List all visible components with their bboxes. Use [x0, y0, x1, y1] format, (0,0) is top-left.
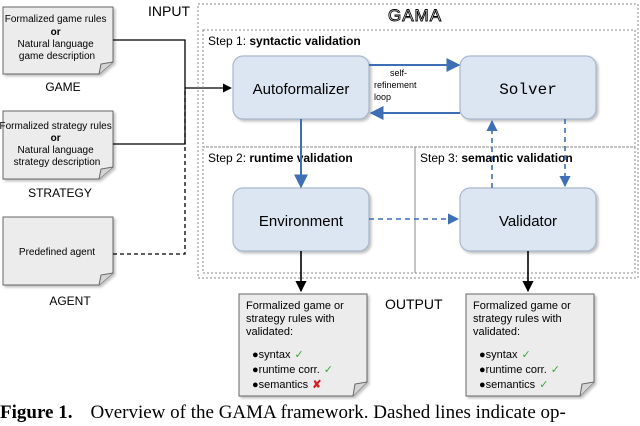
step3-frame [414, 146, 636, 274]
output-left-line2: strategy rules with [246, 313, 335, 325]
agent-line1: Predefined agent [19, 247, 95, 258]
autoformalizer-node: Autoformalizer [232, 55, 370, 120]
output-right-item-runtime: ●runtime corr.✓ [479, 364, 560, 376]
output-left-line1: Formalized game or [246, 300, 344, 312]
strategy-line1: Formalized strategy rules [0, 121, 112, 132]
environment-label: Environment [259, 213, 344, 230]
validator-node: Validator [459, 187, 597, 252]
output-label: OUTPUT [385, 296, 443, 312]
caption-label: Figure 1. [0, 402, 73, 423]
loop-label: self- refinement loop [374, 68, 419, 102]
output-left-item-semantics: ●semantics✘ [252, 379, 321, 391]
validator-label: Validator [499, 213, 557, 230]
output-right-line2: strategy rules with [473, 313, 562, 325]
figure-caption: Figure 1. Overview of the GAMA framework.… [0, 400, 640, 426]
gama-frame [197, 3, 639, 279]
output-left-line3: validated: [246, 326, 293, 338]
game-line3: game description [19, 51, 95, 62]
game-input-doc: Formalized game rules or Natural languag… [2, 6, 114, 75]
autoformalizer-label: Autoformalizer [253, 81, 350, 98]
environment-node: Environment [232, 187, 370, 252]
output-right-item-syntax: ●syntax✓ [479, 349, 531, 361]
step1-label: Step 1: syntactic validation [208, 34, 361, 48]
output-right-line3: validated: [473, 326, 520, 338]
solver-node: Solver [459, 55, 597, 120]
svg-text:Formalized strategy rules: Formalized strategy rules or Natural lan… [0, 121, 115, 168]
caption-text: Overview of the GAMA framework. Dashed l… [90, 402, 566, 423]
svg-text:Formalized game or strat: Formalized game or strategy rules with v… [246, 300, 347, 338]
strategy-line3: strategy description [14, 157, 101, 168]
input-label: INPUT [148, 3, 190, 19]
game-line1: Formalized game rules [5, 14, 107, 25]
strategy-or: or [51, 133, 61, 144]
strategy-input-doc: Formalized strategy rules or Natural lan… [0, 110, 115, 180]
step2-label: Step 2: runtime validation [208, 151, 353, 165]
gama-overview-diagram: INPUT Formalized game rules or Natural l… [0, 3, 639, 397]
output-left-item-syntax: ●syntax✓ [252, 349, 304, 361]
input-connectors [113, 39, 232, 255]
agent-name: AGENT [49, 294, 91, 308]
output-right-item-semantics: ●semantics✓ [479, 379, 548, 391]
step2-frame [202, 146, 416, 274]
solver-label: Solver [499, 81, 557, 99]
agent-input-doc: Predefined agent [2, 216, 114, 286]
strategy-line2: Natural language [18, 145, 95, 156]
output-right-line1: Formalized game or [473, 300, 571, 312]
gama-title: GAMA [388, 6, 442, 25]
step3-label: Step 3: semantic validation [420, 151, 573, 165]
game-or: or [51, 27, 61, 38]
svg-text:Formalized game rules or: Formalized game rules or Natural languag… [5, 14, 110, 62]
svg-text:Formalized game or strat: Formalized game or strategy rules with v… [473, 300, 574, 338]
strategy-name: STRATEGY [28, 186, 92, 200]
game-line2: Natural language [18, 39, 95, 50]
game-name: GAME [45, 80, 80, 94]
output-doc-right: Formalized game or strategy rules with v… [465, 293, 595, 397]
output-doc-left: Formalized game or strategy rules with v… [238, 293, 368, 397]
output-left-item-runtime: ●runtime corr.✓ [252, 364, 333, 376]
